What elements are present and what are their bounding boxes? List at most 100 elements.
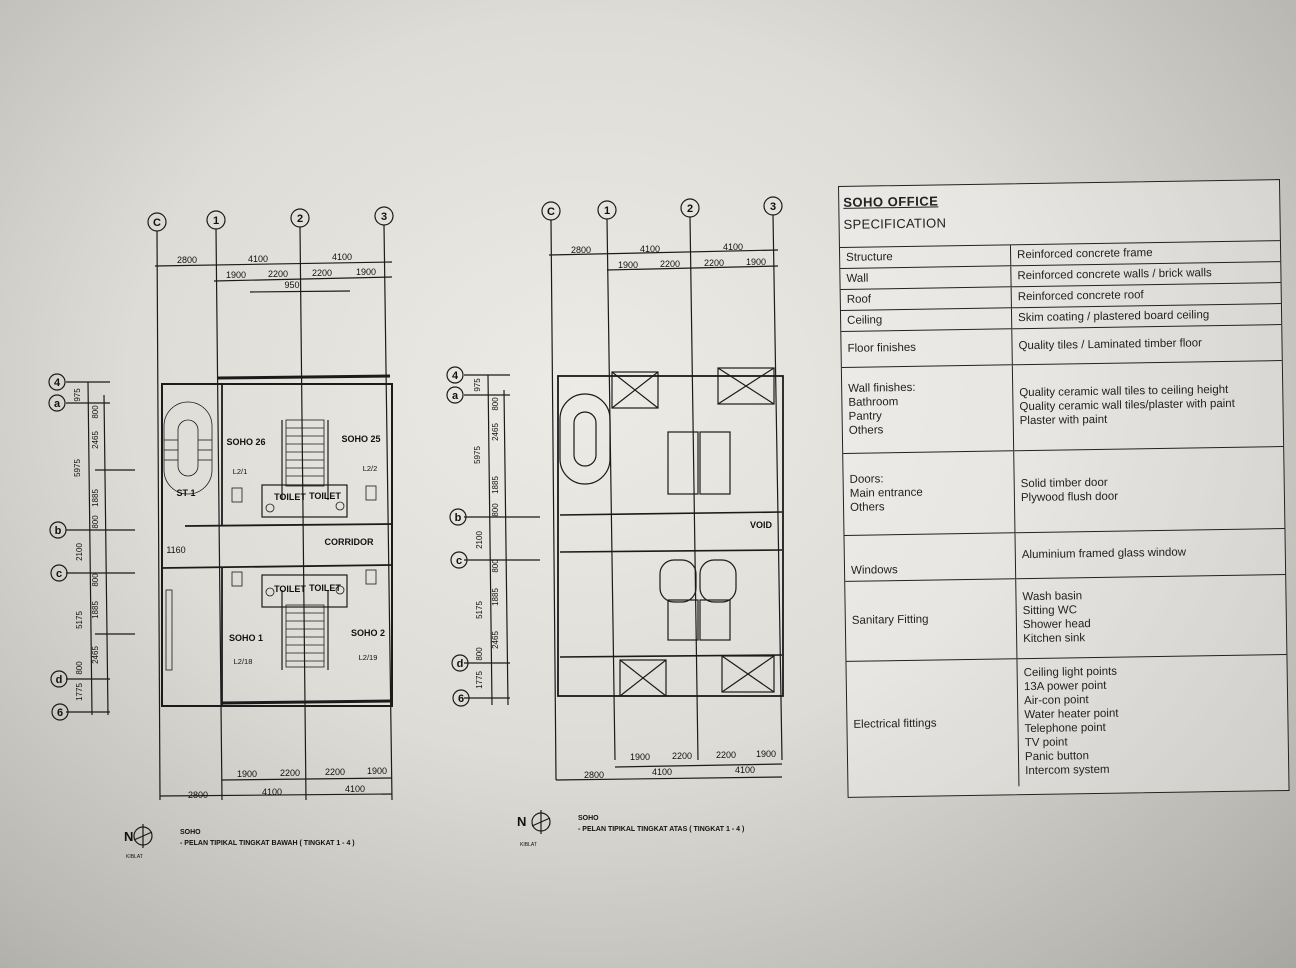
room-label: TOILET bbox=[274, 584, 306, 594]
dimension: 1900 bbox=[367, 766, 387, 776]
room-code: L2/18 bbox=[234, 657, 253, 666]
dimension: 4100 bbox=[345, 784, 365, 794]
grid-label: b bbox=[55, 525, 62, 537]
dimension: 5175 bbox=[75, 611, 84, 629]
dimension: 2465 bbox=[91, 431, 100, 449]
dimension: 800 bbox=[91, 405, 100, 419]
dimension: 2200 bbox=[704, 258, 724, 268]
dimension: 2800 bbox=[188, 790, 208, 800]
spec-row: Wall finishes: Bathroom Pantry Others Qu… bbox=[841, 360, 1284, 453]
dimension: 1775 bbox=[75, 683, 84, 701]
room-label: TOILET bbox=[274, 492, 306, 502]
grid-label: 6 bbox=[57, 707, 63, 719]
dimension: 2200 bbox=[716, 750, 736, 760]
dimension: 5975 bbox=[73, 459, 82, 477]
spec-value: Plaster with paint bbox=[1019, 413, 1108, 428]
grid-label: 3 bbox=[381, 211, 387, 223]
grid-label: 1 bbox=[604, 205, 610, 217]
dimension: 950 bbox=[284, 280, 299, 290]
dimension: 800 bbox=[491, 559, 500, 573]
grid-label: 6 bbox=[458, 693, 464, 705]
dimension: 2100 bbox=[475, 531, 484, 549]
dimension: 2200 bbox=[312, 268, 332, 278]
dimension: 1160 bbox=[166, 545, 185, 555]
dimension: 5975 bbox=[473, 446, 482, 464]
spec-subkey: Others bbox=[849, 501, 885, 514]
dimension: 800 bbox=[91, 515, 100, 529]
grid-label: d bbox=[56, 674, 63, 686]
grid-label: C bbox=[153, 217, 161, 229]
left-plan-labels: C 1 2 3 4 a b c d 6 2800 4100 4100 1900 … bbox=[54, 211, 387, 860]
dimension: 4100 bbox=[640, 244, 660, 254]
spec-key: Sanitary Fitting bbox=[845, 578, 1017, 661]
room-label: SOHO 25 bbox=[341, 434, 380, 444]
dimension: 5175 bbox=[475, 601, 484, 619]
grid-bubbles-side bbox=[48, 373, 69, 721]
left-floor-plan bbox=[48, 206, 394, 848]
room-code: L2/2 bbox=[363, 464, 378, 473]
grid-label: a bbox=[452, 390, 459, 402]
spec-key: Floor finishes bbox=[841, 328, 1013, 367]
spec-value: Plywood flush door bbox=[1020, 490, 1119, 505]
grid-label: 4 bbox=[452, 370, 459, 382]
spec-value: Intercom system bbox=[1025, 764, 1110, 778]
dimension: 1775 bbox=[475, 671, 484, 689]
dimension: 4100 bbox=[248, 254, 268, 264]
dimension: 2465 bbox=[491, 423, 500, 441]
dimension: 1900 bbox=[237, 769, 257, 779]
dimension: 1885 bbox=[91, 601, 100, 619]
kiblat-label: KIBLAT bbox=[520, 842, 537, 848]
dimension: 4100 bbox=[262, 787, 282, 797]
grid-label: 4 bbox=[54, 377, 61, 389]
plan-caption: - PELAN TIPIKAL TINGKAT ATAS ( TINGKAT 1… bbox=[578, 826, 744, 833]
dimension: 800 bbox=[475, 647, 484, 661]
spec-key: Ceiling bbox=[840, 307, 1012, 331]
grid-label: c bbox=[56, 568, 62, 580]
dimension: 4100 bbox=[332, 252, 352, 262]
room-label: TOILET bbox=[309, 583, 341, 593]
dimension: 800 bbox=[491, 503, 500, 517]
kiblat-label: KIBLAT bbox=[126, 854, 143, 860]
room-label: SOHO 1 bbox=[229, 633, 263, 643]
dimension: 1900 bbox=[618, 260, 638, 270]
dimension: 4100 bbox=[652, 767, 672, 777]
dimension: 4100 bbox=[735, 765, 755, 775]
right-plan-labels: C 1 2 3 4 a b c d 6 2800 4100 4100 1900 … bbox=[452, 201, 776, 848]
dimension: 2465 bbox=[91, 646, 100, 664]
room-label: TOILET bbox=[309, 491, 341, 501]
spec-row: Sanitary Fitting Wash basin Sitting WC S… bbox=[845, 574, 1287, 661]
dimension: 1900 bbox=[630, 752, 650, 762]
plan-caption: - PELAN TIPIKAL TINGKAT BAWAH ( TINGKAT … bbox=[180, 840, 355, 847]
dimension: 2200 bbox=[280, 768, 300, 778]
grid-label: b bbox=[455, 512, 462, 524]
spec-key: Roof bbox=[840, 286, 1012, 310]
void-label: VOID bbox=[750, 520, 773, 530]
spec-value: Kitchen sink bbox=[1023, 632, 1086, 646]
spec-key: Windows bbox=[844, 532, 1016, 581]
dimension: 1885 bbox=[491, 476, 500, 494]
spec-key: Structure bbox=[839, 245, 1011, 268]
plan-caption: SOHO bbox=[578, 815, 599, 822]
room-code: L2/1 bbox=[233, 467, 248, 476]
dimension: 800 bbox=[491, 397, 500, 411]
right-floor-plan bbox=[446, 196, 784, 834]
spec-row: Windows Aluminium framed glass window bbox=[844, 528, 1286, 581]
grid-label: C bbox=[547, 206, 555, 218]
dimension: 2200 bbox=[268, 269, 288, 279]
dimension: 2465 bbox=[491, 631, 500, 649]
dimension: 2200 bbox=[660, 259, 680, 269]
dimension: 4100 bbox=[723, 242, 743, 252]
room-code: L2/19 bbox=[359, 653, 378, 662]
dimension: 1900 bbox=[356, 267, 376, 277]
dimension: 2800 bbox=[177, 255, 197, 265]
dimension: 2200 bbox=[672, 751, 692, 761]
spec-subkey: Others bbox=[848, 424, 884, 437]
plan-caption: SOHO bbox=[180, 829, 201, 836]
room-label: CORRIDOR bbox=[325, 537, 374, 547]
spec-rows: Structure Reinforced concrete frame Wall… bbox=[839, 241, 1289, 789]
dimension: 800 bbox=[91, 573, 100, 587]
grid-bubbles-top bbox=[147, 206, 394, 232]
room-label: SOHO 26 bbox=[226, 437, 265, 447]
grid-label: c bbox=[456, 555, 462, 567]
